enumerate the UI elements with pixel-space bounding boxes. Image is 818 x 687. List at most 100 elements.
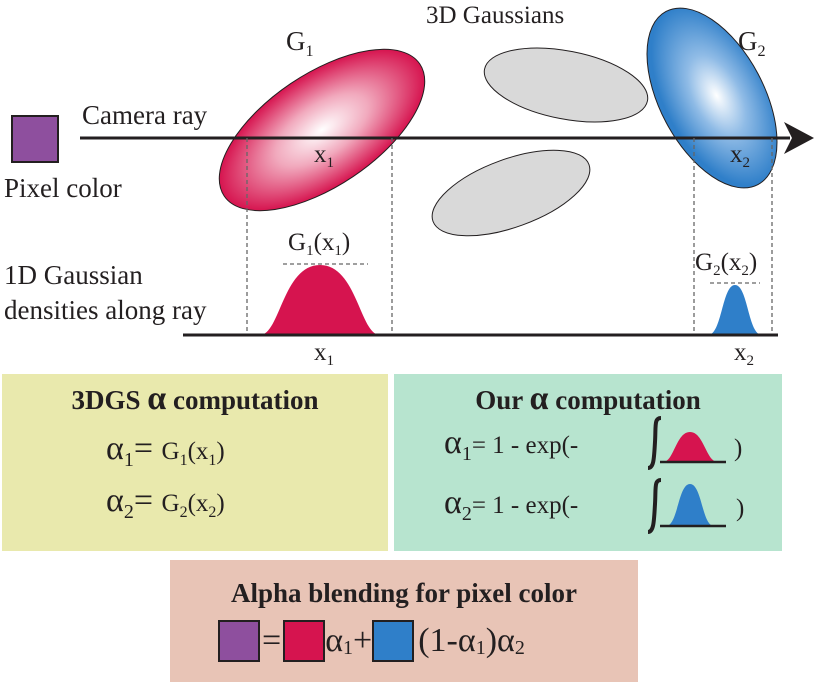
camera-ray-arrowhead [784,122,814,154]
eq2-equals: = [133,482,162,519]
camera-ray-label: Camera ray [82,100,208,130]
blend-alpha-in-sub: 1 [475,637,486,659]
gaussian-ray-diagram [11,7,814,337]
box-our-title-pre: Our [475,385,530,415]
g2x2-subscript: 2 [713,263,721,280]
box-our-eq2: α2= 1 - exp(- [444,484,579,525]
box-3dgs-title-pre: 3DGS [71,385,148,415]
g1x1-letter: G [288,229,307,256]
pixel-color-swatch [218,620,260,662]
g2x2-arg: (x [720,249,742,276]
g1-color-swatch [283,620,326,662]
eq1-alpha: α [106,430,124,467]
eq1-close: ) [216,438,225,465]
blend-plus: + [353,622,373,659]
eq1-arg-sub: 1 [208,451,217,469]
eq2-arg: (x [187,490,209,517]
box-3dgs-eq1: α1= G1(x1) [106,430,225,471]
gaussians-title: 3D Gaussians [426,2,565,29]
g2-subscript: 2 [757,41,766,60]
box-our-alpha: Our α computation α1= 1 - exp(- ) α2= 1 … [394,374,782,551]
box-our-title: Our α computation [394,382,782,416]
x2-letter: x [730,141,743,168]
blend-paren-close: ) [485,622,498,659]
eq1-G-sub: 1 [179,451,188,469]
blend-paren-open: (1- [418,622,458,659]
g2-letter: G [738,26,758,56]
g2x2-label: G2(x2) [695,249,758,279]
blend-equals: = [262,622,282,659]
blend-title: Alpha blending for pixel color [230,578,578,608]
blend-alpha2-sub: 2 [514,637,525,659]
gaussian-g1-ellipse [218,48,426,212]
gaussian-g1-label: G1 [286,26,314,59]
eq2-close: ) [216,490,225,517]
density-label-line1: 1D Gaussian [4,260,143,290]
eq2-alpha: α [106,482,124,519]
our-eq1-alpha: α [444,424,462,461]
blend-alpha2: α [497,622,515,659]
our-eq2-alpha: α [444,484,462,521]
integral-g2-icon [647,478,726,534]
g2x2-arg-subscript: 2 [741,263,749,280]
g1x1-arg: (x [313,229,335,256]
x1-axis-label: x1 [314,339,334,369]
box-3dgs-title-alpha: α [147,380,167,417]
our-eq1-text: = 1 - exp(- [471,432,579,459]
gaussian-gray-ellipse-bottom [431,149,591,237]
g1-subscript: 1 [305,41,314,60]
our-eq2-alpha-sub: 2 [461,503,472,525]
x2-ray-label: x2 [730,141,750,171]
box-our-title-alpha: α [529,380,549,417]
box-3dgs-eq2: α2= G2(x2) [106,482,225,523]
eq1-alpha-sub: 1 [123,449,134,471]
blend-alpha1: α [325,622,344,659]
x1-axis-subscript: 1 [326,353,335,370]
x1-subscript: 1 [326,155,335,172]
g2x2-close: ) [748,249,758,276]
g1x1-arg-subscript: 1 [334,243,342,260]
x2-axis-subscript: 2 [746,353,755,370]
density-curve-g1 [260,265,380,335]
g1x1-close: ) [341,229,351,256]
g1x1-subscript: 1 [306,243,314,260]
gaussian-g2-label: G2 [738,26,766,59]
eq2-arg-sub: 2 [208,503,217,521]
box-3dgs-alpha: 3DGS α computation α1= G1(x1) α2= G2(x2) [2,374,388,551]
box-our-eq1: α1= 1 - exp(- [444,424,579,465]
gaussian-g2-ellipse [646,7,778,189]
eq2-G: G [161,490,180,517]
g1x1-label: G1(x1) [288,229,351,259]
box-3dgs-title: 3DGS α computation [2,382,388,416]
pixel-color-label: Pixel color [4,173,122,203]
box-our-title-post: computation [548,385,701,415]
x1-letter: x [314,141,327,168]
g2-color-swatch [372,620,415,662]
x1-axis-letter: x [314,339,327,366]
pixel-swatch [11,115,59,163]
our-eq2-close: ) [736,495,745,522]
blend-alpha-in: α [457,622,476,659]
eq1-G: G [161,438,180,465]
eq2-G-sub: 2 [179,503,188,521]
density-label-line2: densities along ray [4,295,207,325]
box-3dgs-title-post: computation [166,385,319,415]
x1-ray-label: x1 [314,141,334,171]
x2-axis-letter: x [734,339,747,366]
x2-subscript: 2 [742,155,751,172]
eq1-arg: (x [187,438,209,465]
eq1-equals: = [133,430,162,467]
g2x2-letter: G [695,249,714,276]
our-eq2-text: = 1 - exp(- [471,492,579,519]
blend-alpha1-sub: 1 [343,637,354,659]
our-eq1-close: ) [734,435,743,462]
x2-axis-label: x2 [734,339,754,369]
integral-g1-icon [647,416,726,470]
density-curve-g2 [708,285,762,335]
our-eq1-alpha-sub: 1 [461,443,472,465]
g1-letter: G [286,26,306,56]
eq2-alpha-sub: 2 [123,501,134,523]
gaussian-gray-ellipse-top [483,47,649,123]
